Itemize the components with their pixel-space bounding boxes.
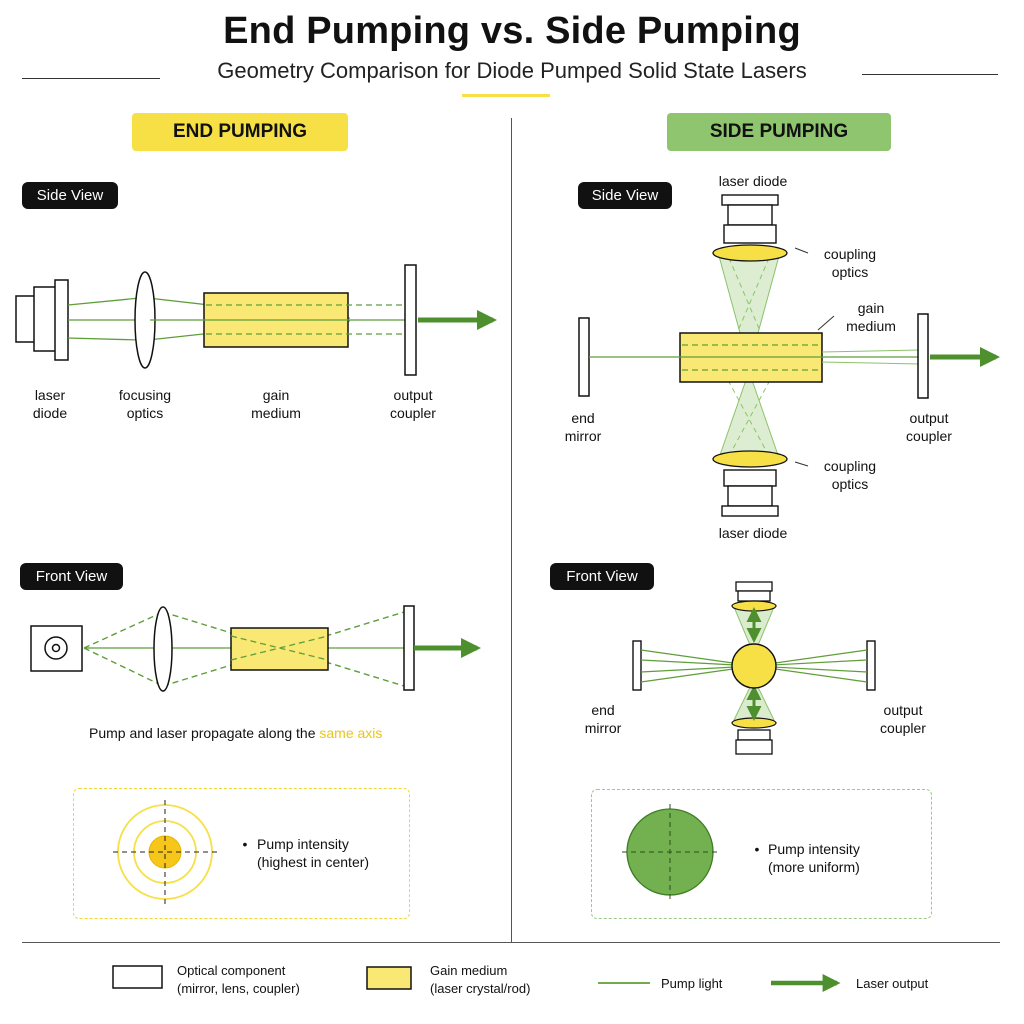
legend-laser-output: Laser output [856, 976, 929, 991]
side-label-laser-diode-top: laser diode [718, 173, 788, 189]
end-output-coupler-icon [404, 264, 417, 376]
end-label-gain-medium: gain medium [251, 387, 301, 421]
end-intensity-text: Pump intensity (highest in center) [257, 836, 370, 870]
end-label-focusing-optics: focusing optics [118, 387, 172, 421]
end-pumping-header: END PUMPING [132, 113, 348, 151]
side-front-label-output-coupler: output coupler [880, 702, 926, 736]
side-output-coupler-icon [917, 313, 929, 399]
end-intensity-box [73, 788, 410, 919]
legend-gain-medium-swatch [366, 966, 412, 990]
side-front-output-coupler [866, 640, 876, 691]
side-end-mirror-icon [578, 317, 590, 397]
column-divider [511, 118, 512, 942]
side-front-top-diode [735, 581, 773, 602]
side-label-output-coupler: output coupler [906, 410, 952, 444]
page-subtitle: Geometry Comparison for Diode Pumped Sol… [217, 58, 807, 83]
end-label-output-coupler: output coupler [390, 387, 436, 421]
side-front-view [632, 581, 876, 755]
side-label-end-mirror: end mirror [564, 410, 602, 444]
end-intensity-profile [113, 800, 217, 904]
legend-gain-medium: Gain medium (laser crystal/rod) [430, 963, 531, 996]
side-intensity-bullet: • [754, 841, 760, 857]
side-top-coupling-lens [712, 244, 788, 262]
legend-divider [22, 942, 1000, 943]
side-label-coupling-optics-bottom: coupling optics [823, 458, 877, 492]
end-intensity-bullet: • [242, 836, 248, 852]
end-front-view [30, 605, 481, 692]
end-side-view [15, 264, 497, 376]
side-side-view [578, 194, 1000, 517]
end-side-view-tag: Side View [22, 182, 118, 209]
end-axis-note: Pump and laser propagate along the same … [89, 725, 382, 741]
side-front-end-mirror [632, 640, 642, 691]
side-intensity-box [591, 789, 932, 919]
subtitle-rule-left [22, 78, 160, 79]
legend-pump-light: Pump light [661, 976, 723, 991]
side-label-laser-diode-bottom: laser diode [718, 525, 788, 541]
side-front-view-tag: Front View [550, 563, 654, 590]
end-laser-diode-icon [15, 279, 69, 361]
end-axis-note-highlight: same axis [319, 725, 383, 741]
side-intensity-text: Pump intensity (more uniform) [768, 841, 860, 875]
side-intensity-profile [622, 804, 718, 900]
legend-optical-component-swatch [112, 965, 163, 989]
side-top-diode-icon [721, 194, 779, 244]
end-front-gain-medium [230, 627, 329, 671]
end-front-lens-icon [153, 606, 173, 692]
end-axis-note-text: Pump and laser propagate along the [89, 725, 320, 741]
side-front-label-end-mirror: end mirror [584, 702, 622, 736]
title-accent-bar [462, 94, 550, 97]
end-front-view-tag: Front View [20, 563, 123, 590]
side-front-rod [731, 643, 777, 689]
legend-optical-component: Optical component (mirror, lens, coupler… [177, 963, 300, 996]
side-bottom-diode-icon [721, 469, 779, 517]
subtitle-rule-right [862, 74, 998, 75]
side-label-coupling-optics-top: coupling optics [823, 246, 877, 280]
side-label-gain-medium: gain medium [846, 300, 896, 334]
page-title: End Pumping vs. Side Pumping [223, 10, 801, 52]
side-pumping-header: SIDE PUMPING [667, 113, 891, 151]
side-front-bottom-diode [735, 729, 773, 755]
end-front-output-coupler [403, 605, 415, 691]
side-side-view-tag: Side View [578, 182, 672, 209]
side-bottom-coupling-lens [712, 450, 788, 468]
end-label-laser-diode: laser diode [32, 387, 68, 421]
